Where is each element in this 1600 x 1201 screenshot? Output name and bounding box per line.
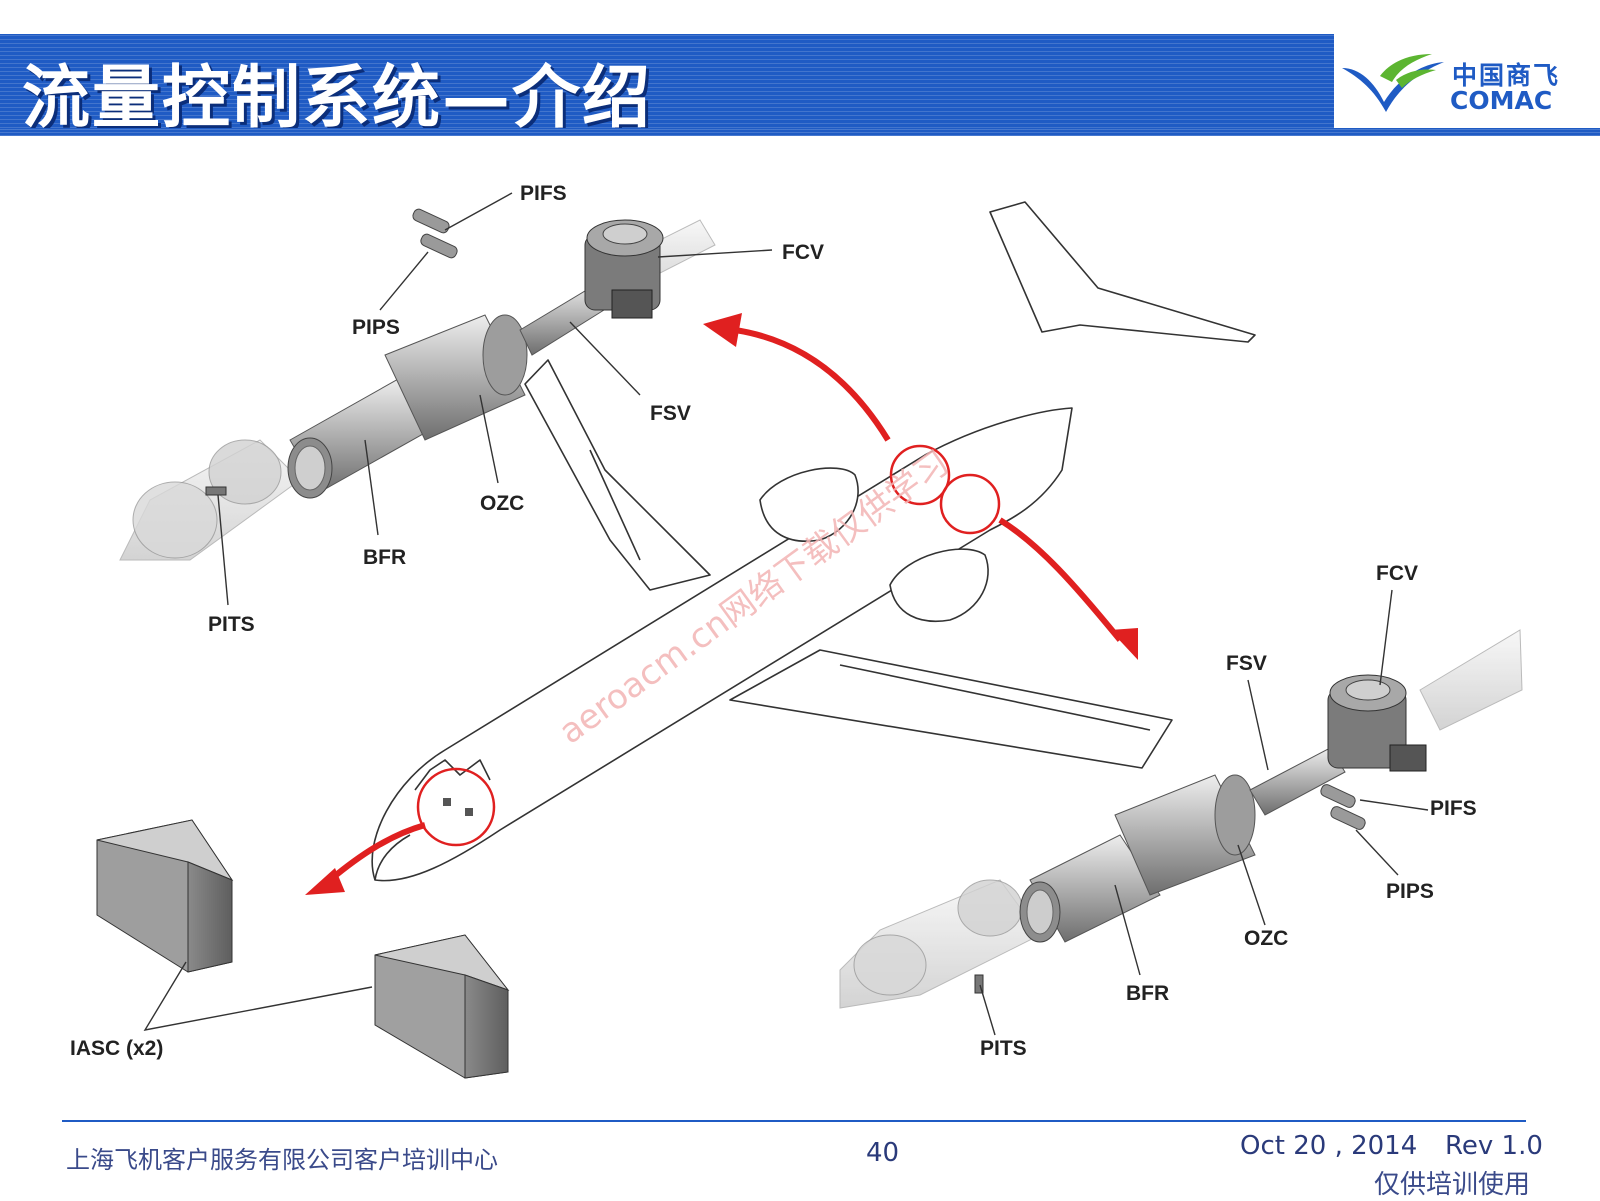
left-label-pits: PITS — [208, 613, 255, 636]
highlight-details — [443, 798, 473, 816]
right-label-bfr: BFR — [1126, 982, 1169, 1005]
right-label-pips: PIPS — [1386, 880, 1434, 903]
iasc-label: IASC (x2) — [70, 1037, 163, 1060]
header-bar: 流量控制系统—介绍 — [0, 34, 1334, 138]
right-label-pifs: PIFS — [1430, 797, 1477, 820]
left-label-fsv: FSV — [650, 402, 691, 425]
left-label-pifs: PIFS — [520, 182, 567, 205]
right-label-fcv: FCV — [1376, 562, 1418, 585]
footer-company: 上海飞机客户服务有限公司客户培训中心 — [66, 1146, 498, 1174]
flow-control-diagram: PIFS FCV PIPS FSV OZC BFR PITS — [70, 182, 1523, 1079]
logo-en-text: COMAC — [1450, 86, 1553, 115]
left-label-bfr: BFR — [363, 546, 406, 569]
header-underline — [0, 128, 1600, 136]
left-pipe-assembly — [119, 208, 716, 561]
footer-date: Oct 20 , 2014 — [1240, 1131, 1418, 1161]
right-label-pits: PITS — [980, 1037, 1027, 1060]
left-label-fcv: FCV — [782, 241, 824, 264]
left-label-pips: PIPS — [352, 316, 400, 339]
right-callout-leaders — [979, 589, 1429, 1036]
iasc-units — [96, 819, 510, 1079]
logo-cn-text: 中国商飞 — [1452, 61, 1561, 90]
page-title: 流量控制系统—介绍 — [22, 59, 653, 138]
footer-divider — [62, 1120, 1526, 1122]
iasc-leaders — [143, 961, 373, 1031]
footer-revision: Rev 1.0 — [1445, 1131, 1543, 1161]
right-pipe-assembly — [839, 629, 1523, 1009]
comac-logo-icon — [1342, 54, 1444, 112]
footer-page-number: 40 — [866, 1138, 900, 1168]
right-label-fsv: FSV — [1226, 652, 1267, 675]
footer-training-note: 仅供培训使用 — [1374, 1170, 1531, 1200]
aircraft-outline — [371, 201, 1256, 882]
left-callout-leaders — [217, 192, 773, 606]
left-label-ozc: OZC — [480, 492, 524, 515]
highlight-circles — [416, 444, 1001, 847]
comac-logo: 中国商飞 COMAC — [1340, 46, 1590, 120]
right-label-ozc: OZC — [1244, 927, 1288, 950]
red-arrows — [305, 313, 1138, 895]
